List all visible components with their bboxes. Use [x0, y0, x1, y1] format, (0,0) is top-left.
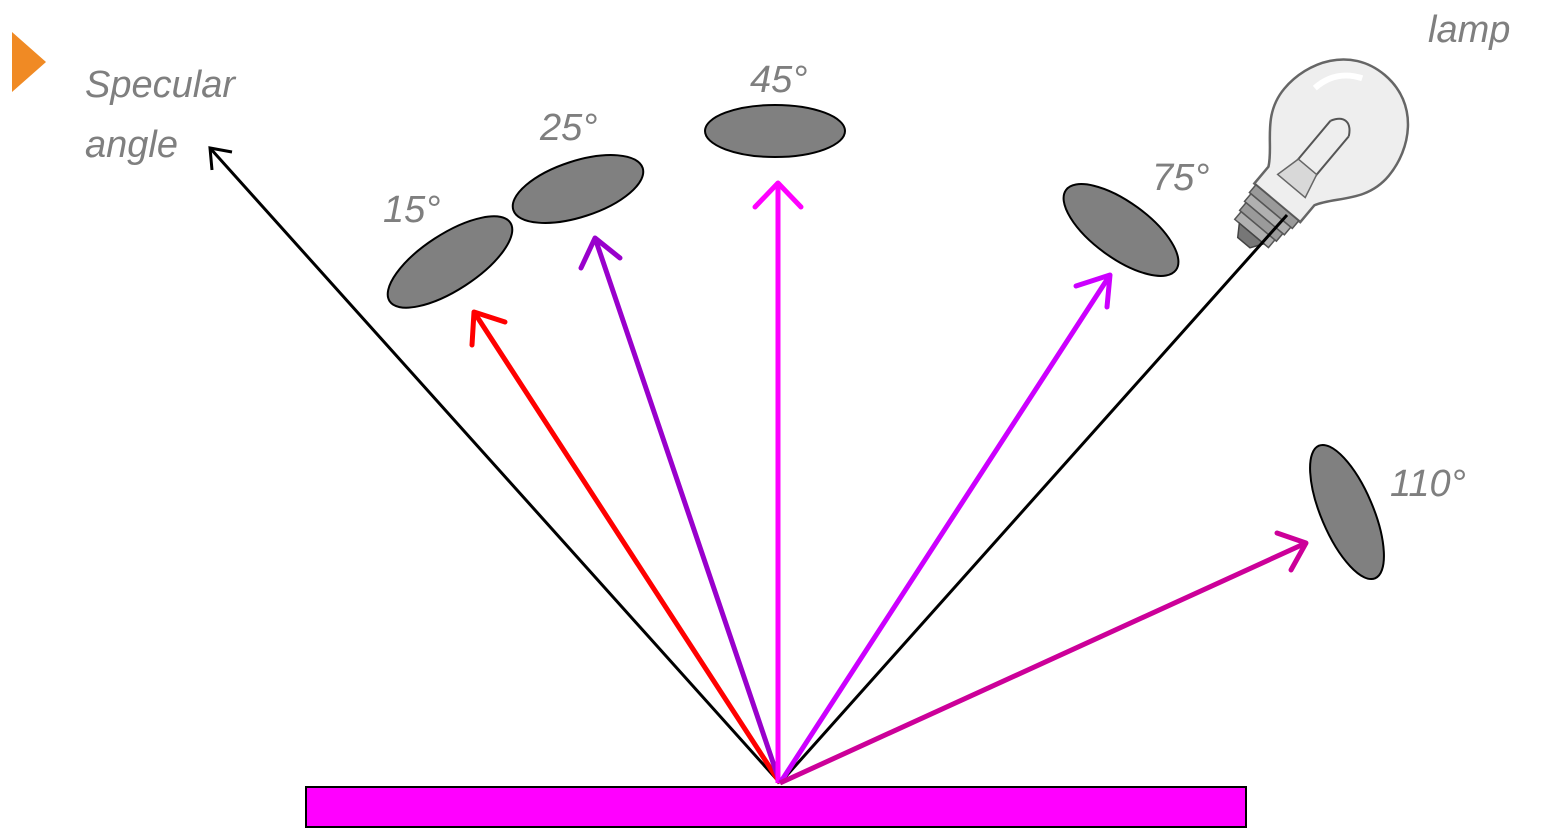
reflecting-surface [305, 786, 1247, 828]
ray-110 [778, 530, 1309, 786]
angle-label-110: 110° [1390, 463, 1466, 505]
angle-label-75: 75° [1152, 157, 1209, 199]
ray-45 [752, 180, 804, 783]
detector-15 [386, 215, 514, 309]
incident-ray [778, 214, 1289, 784]
light-bulb-icon [1233, 58, 1410, 249]
detector-45 [704, 104, 846, 158]
angle-label-15: 15° [383, 189, 440, 231]
lamp-label: lamp [1428, 9, 1510, 51]
bullet-triangle-icon [12, 32, 46, 92]
specular-label-line1: Specular [85, 64, 236, 106]
specular-label: Specular angle [85, 64, 246, 166]
detector-110 [1309, 443, 1385, 581]
ray-15 [469, 309, 783, 785]
angle-label-45: 45° [750, 59, 807, 101]
specular-ray [208, 146, 782, 785]
specular-label-line2: angle [85, 124, 178, 166]
detector-25 [511, 154, 645, 224]
angle-label-25: 25° [539, 107, 597, 149]
ray-25 [578, 235, 783, 784]
detector-75 [1062, 183, 1180, 277]
ray-75 [777, 272, 1113, 785]
